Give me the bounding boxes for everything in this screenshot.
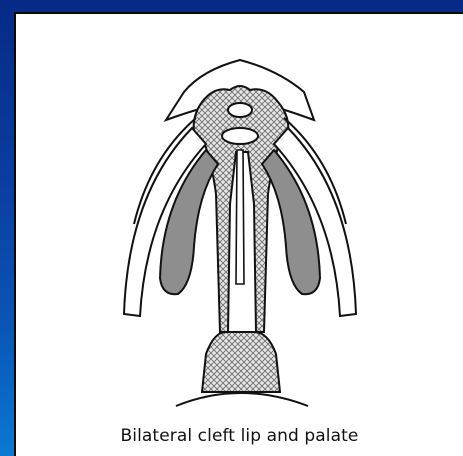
nostril-lower xyxy=(222,128,258,144)
cleft-palate-illustration xyxy=(16,14,463,456)
figure-panel: Bilateral cleft lip and palate xyxy=(14,12,463,456)
vomer-slit xyxy=(236,150,244,284)
mandible-contour xyxy=(176,393,308,406)
figure-caption: Bilateral cleft lip and palate xyxy=(16,426,463,446)
tongue-base xyxy=(202,332,280,392)
nostril-upper xyxy=(228,103,252,117)
